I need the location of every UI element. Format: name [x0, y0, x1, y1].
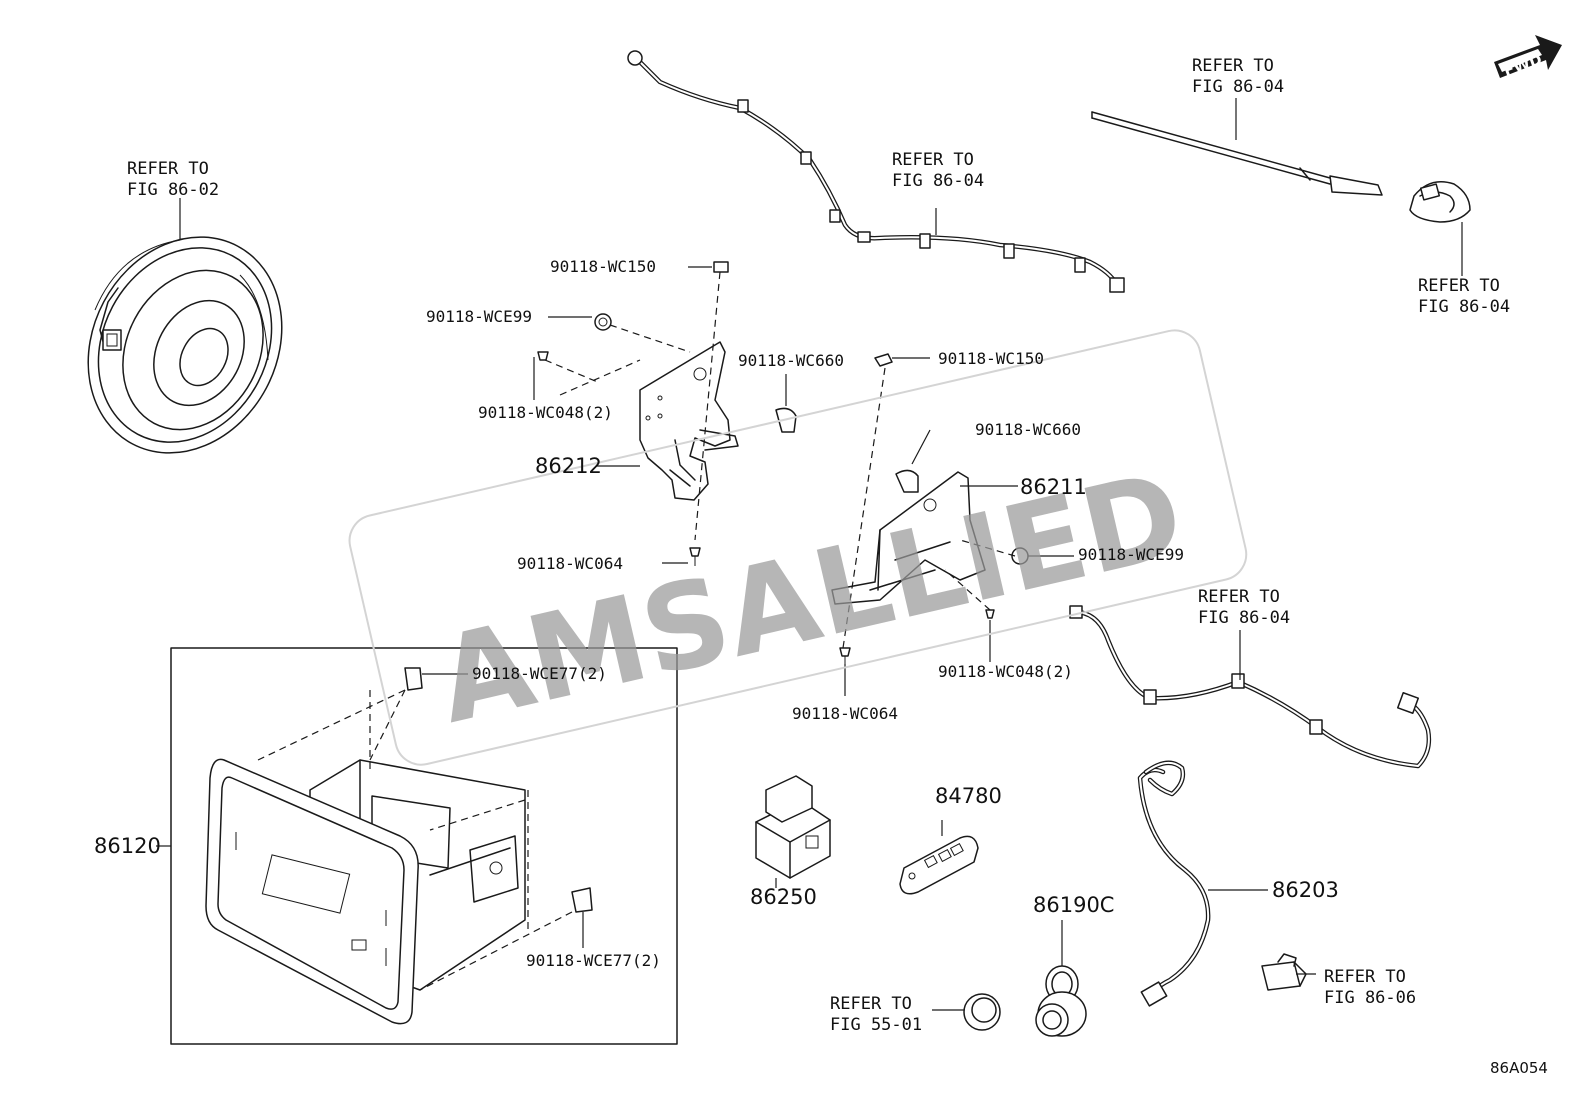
label-86190c: 86190C: [1033, 893, 1114, 917]
refer-fig-86-04-top: REFER TO FIG 86-04: [892, 150, 984, 191]
speaker-assembly: [87, 236, 283, 454]
refer-fig-86-04-rod: REFER TO FIG 86-04: [1192, 56, 1284, 97]
ref-line2: FIG 86-02: [127, 180, 219, 200]
ref-line2: FIG 86-06: [1324, 988, 1416, 1008]
label-90118-wc660-b: 90118-WC660: [975, 420, 1081, 439]
figure-code: 86A054: [1490, 1059, 1548, 1077]
module-86250: [755, 775, 831, 879]
refer-fig-86-04-base: REFER TO FIG 86-04: [1418, 276, 1510, 317]
ref-line2: FIG 86-04: [1418, 297, 1510, 317]
label-90118-wc064-b: 90118-WC064: [792, 704, 898, 723]
ref-line1: REFER TO: [1324, 967, 1406, 987]
connector-86-06: [1261, 953, 1307, 991]
fwd-badge-text: FWD: [1501, 50, 1544, 80]
ref-line2: FIG 86-04: [1198, 608, 1290, 628]
label-90118-wce77-a: 90118-WCE77(2): [472, 664, 607, 683]
sensor-86190c: [1035, 965, 1087, 1037]
label-86203: 86203: [1272, 878, 1339, 902]
cap-55-01: [963, 993, 1001, 1031]
refer-fig-86-04-rear: REFER TO FIG 86-04: [1198, 587, 1290, 628]
label-90118-wc660-a: 90118-WC660: [738, 351, 844, 370]
rod-antenna: [1091, 111, 1383, 196]
ref-line2: FIG 55-01: [830, 1015, 922, 1035]
refer-fig-86-06: REFER TO FIG 86-06: [1324, 967, 1416, 1008]
ref-line1: REFER TO: [892, 150, 974, 170]
refer-fig-86-02: REFER TO FIG 86-02: [127, 159, 219, 200]
label-90118-wc048-b: 90118-WC048(2): [938, 662, 1073, 681]
label-90118-wce77-b: 90118-WCE77(2): [526, 951, 661, 970]
rear-antenna-cable: [1069, 605, 1432, 769]
label-86212: 86212: [535, 454, 602, 478]
refer-fig-55-01: REFER TO FIG 55-01: [830, 994, 922, 1035]
ref-line1: REFER TO: [127, 159, 209, 179]
ref-line1: REFER TO: [1418, 276, 1500, 296]
label-90118-wce99-b: 90118-WCE99: [1078, 545, 1184, 564]
fasteners-86211: [839, 353, 1029, 664]
fwd-badge: FWD: [1494, 35, 1562, 80]
ref-line2: FIG 86-04: [1192, 77, 1284, 97]
label-90118-wc048-a: 90118-WC048(2): [478, 403, 613, 422]
label-84780: 84780: [935, 784, 1002, 808]
label-86211: 86211: [1020, 475, 1087, 499]
clips-wce77: [404, 667, 593, 913]
label-86250: 86250: [750, 885, 817, 909]
bracket-86212: [639, 341, 739, 501]
antenna-base: [1409, 181, 1471, 223]
remote-key-84780: [899, 835, 979, 895]
front-antenna-cable: [627, 50, 1125, 293]
ref-line2: FIG 86-04: [892, 171, 984, 191]
label-90118-wc064-a: 90118-WC064: [517, 554, 623, 573]
label-90118-wc150-a: 90118-WC150: [550, 257, 656, 276]
ref-line1: REFER TO: [830, 994, 912, 1014]
label-90118-wc150-b: 90118-WC150: [938, 349, 1044, 368]
audio-unit-box: [170, 647, 678, 1045]
bracket-86211: [831, 471, 986, 605]
label-86120: 86120: [94, 834, 161, 858]
label-90118-wce99-a: 90118-WCE99: [426, 307, 532, 326]
ref-line1: REFER TO: [1192, 56, 1274, 76]
cable-86203: [1137, 760, 1211, 1007]
ref-line1: REFER TO: [1198, 587, 1280, 607]
